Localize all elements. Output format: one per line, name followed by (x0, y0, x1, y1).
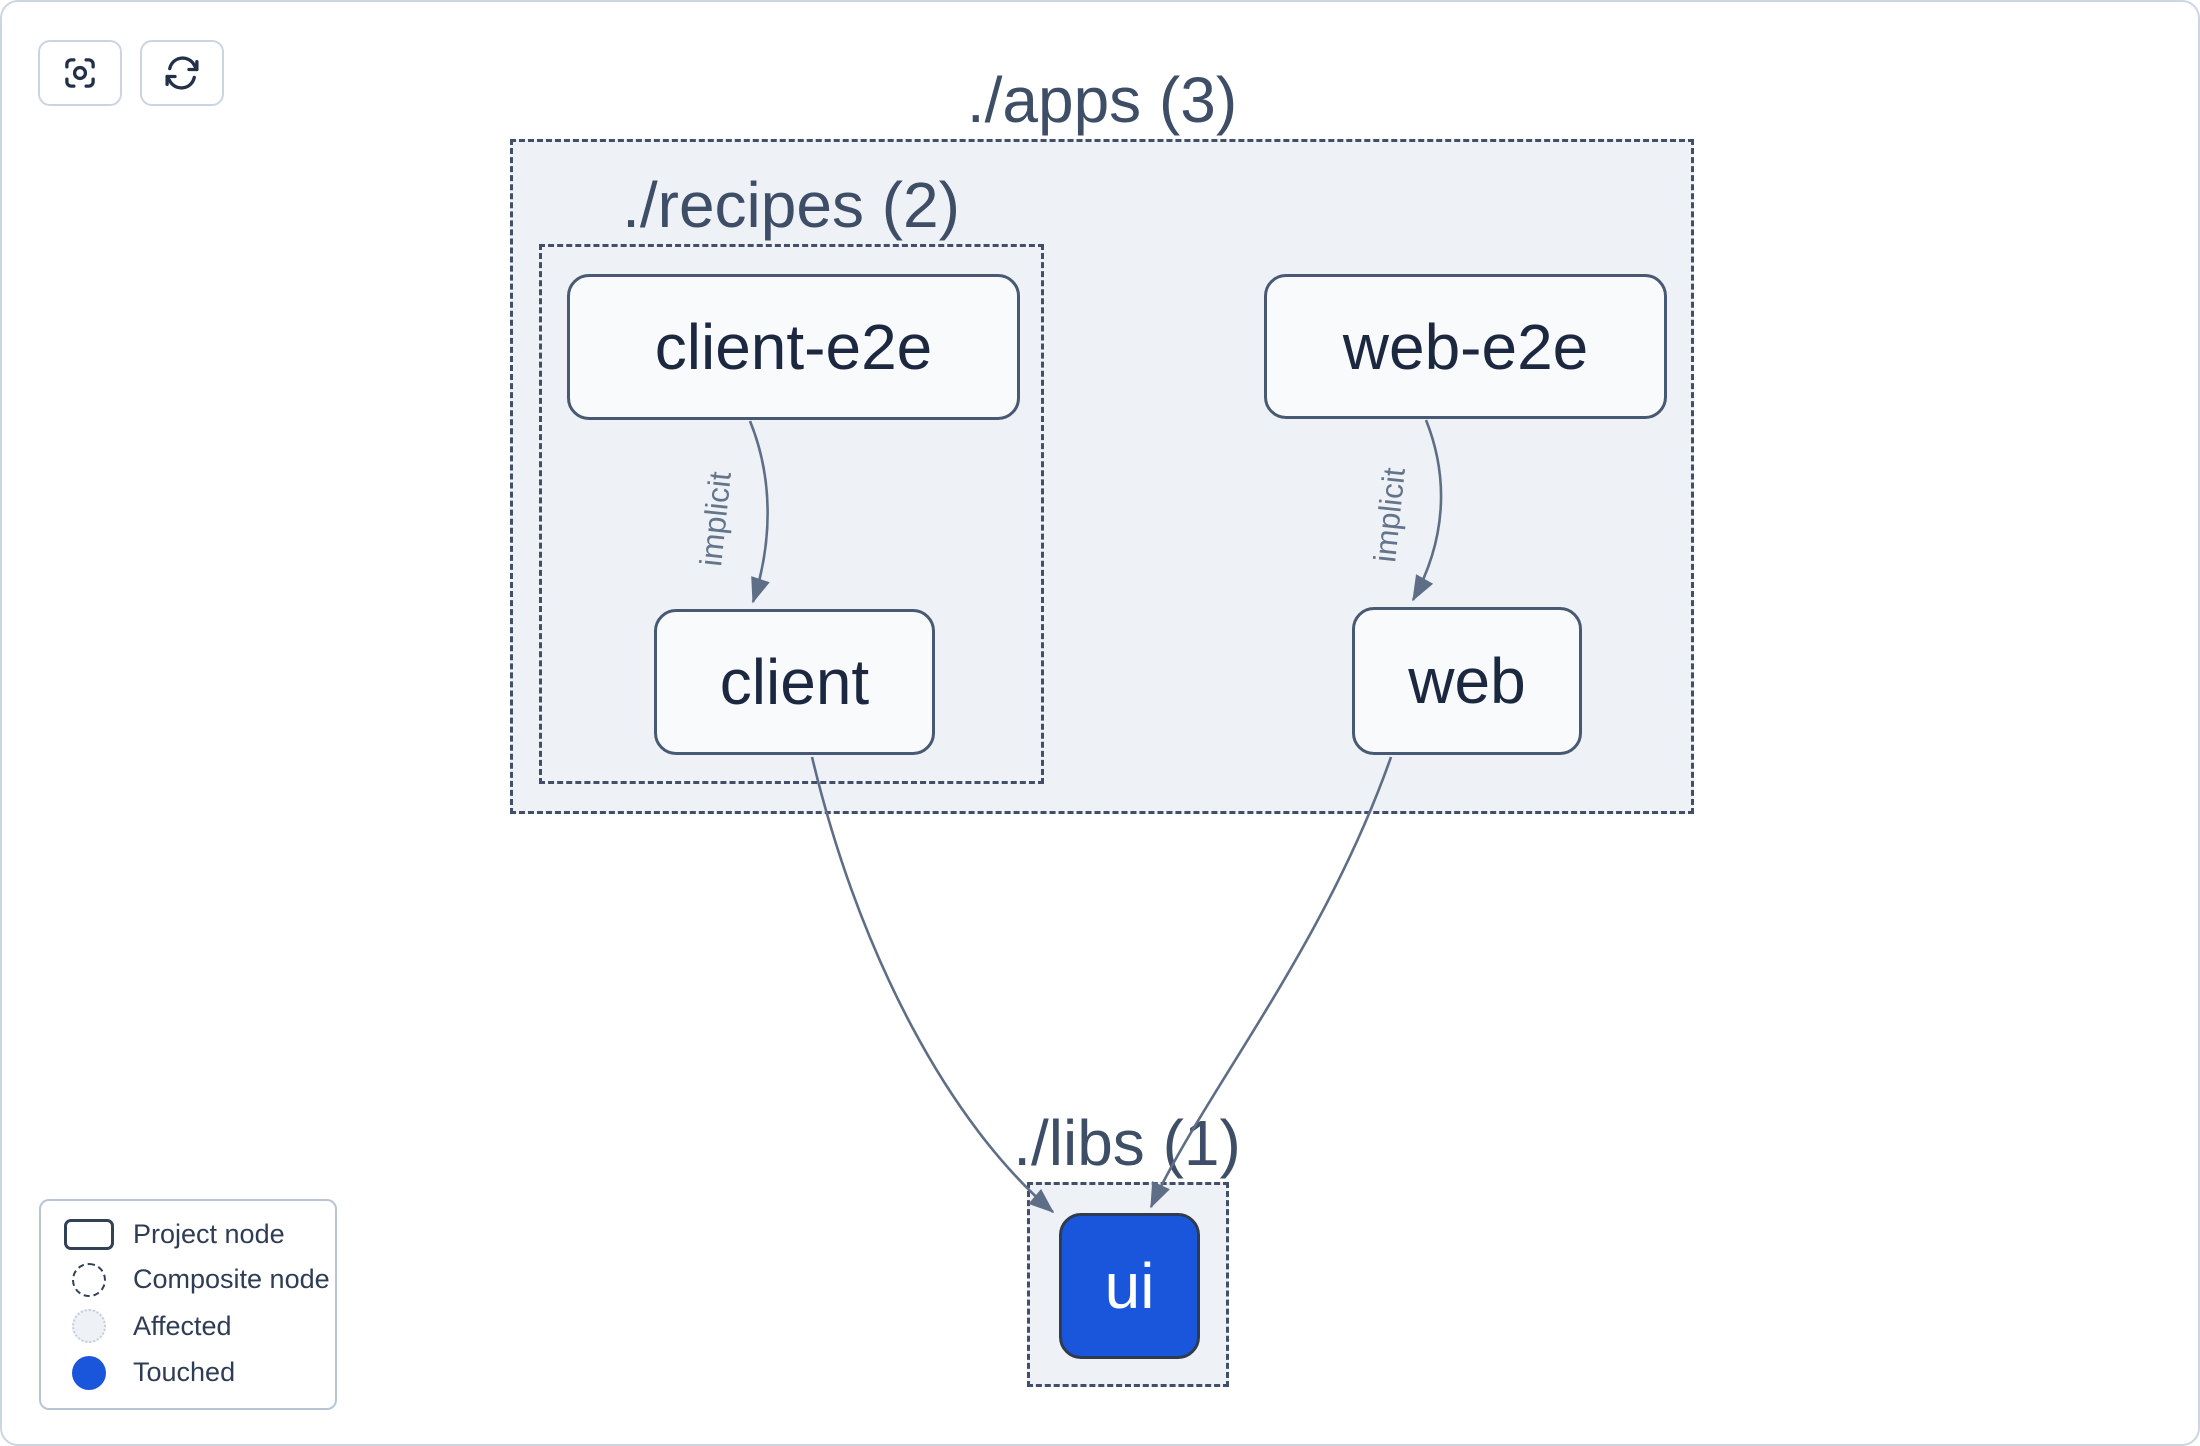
legend-item-composite-node: Composite node (61, 1262, 330, 1297)
touched-icon (72, 1355, 106, 1390)
toolbar (38, 40, 224, 106)
refresh-button[interactable] (140, 40, 224, 106)
legend-item-touched: Touched (61, 1355, 315, 1390)
node-label: client (719, 646, 870, 718)
project-node-icon (64, 1219, 114, 1250)
node-web-e2e[interactable]: web-e2e (1264, 274, 1667, 419)
scan-focus-icon (65, 58, 95, 88)
node-label: ui (1104, 1250, 1155, 1322)
legend-item-affected: Affected (61, 1309, 315, 1344)
affected-icon (72, 1309, 106, 1344)
group-title-apps: ./apps (3) (966, 64, 1238, 136)
node-web[interactable]: web (1352, 607, 1582, 755)
node-label: client-e2e (654, 311, 933, 383)
focus-selection-button[interactable] (38, 40, 122, 106)
legend-label: Touched (133, 1357, 236, 1388)
composite-node-icon (72, 1262, 106, 1297)
legend-label: Composite node (133, 1264, 330, 1295)
node-client-e2e[interactable]: client-e2e (567, 274, 1020, 420)
legend: Project node Composite node Affected Tou… (39, 1199, 337, 1410)
legend-label: Affected (133, 1310, 232, 1341)
node-label: web (1408, 645, 1526, 717)
legend-item-project-node: Project node (61, 1219, 315, 1250)
node-ui[interactable]: ui (1059, 1213, 1200, 1359)
legend-label: Project node (133, 1219, 285, 1249)
node-label: web-e2e (1342, 310, 1589, 383)
group-title-libs: ./libs (1) (1013, 1107, 1241, 1179)
refresh-icon (165, 56, 199, 90)
group-title-recipes: ./recipes (2) (622, 169, 960, 241)
node-client[interactable]: client (654, 609, 935, 755)
